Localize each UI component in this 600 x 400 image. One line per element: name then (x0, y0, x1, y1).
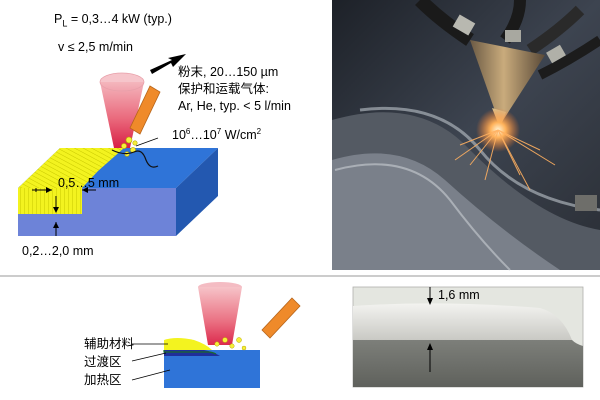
layer-thickness-label: 0,2…2,0 mm (22, 244, 94, 258)
heated-zone-label: 加热区 (84, 373, 122, 387)
clad-track (18, 148, 124, 188)
powder-nozzle-2 (261, 297, 301, 339)
powder-size-line: 粉末, 20…150 µm (178, 65, 279, 79)
gas-heading-line: 保护和运载气体: (178, 82, 269, 96)
powder-nozzle (129, 85, 161, 135)
transition-label: 过渡区 (84, 355, 122, 369)
clad-track-front (18, 188, 82, 214)
filler-label: 辅助材料 (84, 337, 135, 351)
zone-labels: 辅助材料 过渡区 加热区 (84, 335, 134, 389)
track-width-label: 0,5…5 mm (58, 176, 120, 190)
laser-beam-2 (198, 287, 242, 345)
cross-section-photo (352, 286, 584, 388)
laser-beam (100, 82, 144, 148)
substrate-side-face (176, 148, 218, 236)
scan-speed-label: v ≤ 2,5 m/min (58, 40, 133, 54)
melt-pool (111, 149, 159, 168)
intensity-label: 106…107 W/cm2 (172, 127, 262, 143)
clad-thickness-label: 1,6 mm (438, 288, 480, 302)
filler-material (164, 338, 212, 350)
scan-direction-arrow (150, 54, 186, 74)
heated-zone (164, 350, 260, 388)
powder-gas-label: 粉末, 20…150 µm 保护和运载气体: Ar, He, typ. < 5 … (178, 64, 291, 115)
process-photo (332, 0, 600, 271)
zone-schematic (131, 282, 301, 388)
gas-flow-line: Ar, He, typ. < 5 l/min (178, 99, 291, 113)
laser-power-label: PL = 0,3…4 kW (typ.) (54, 12, 172, 29)
